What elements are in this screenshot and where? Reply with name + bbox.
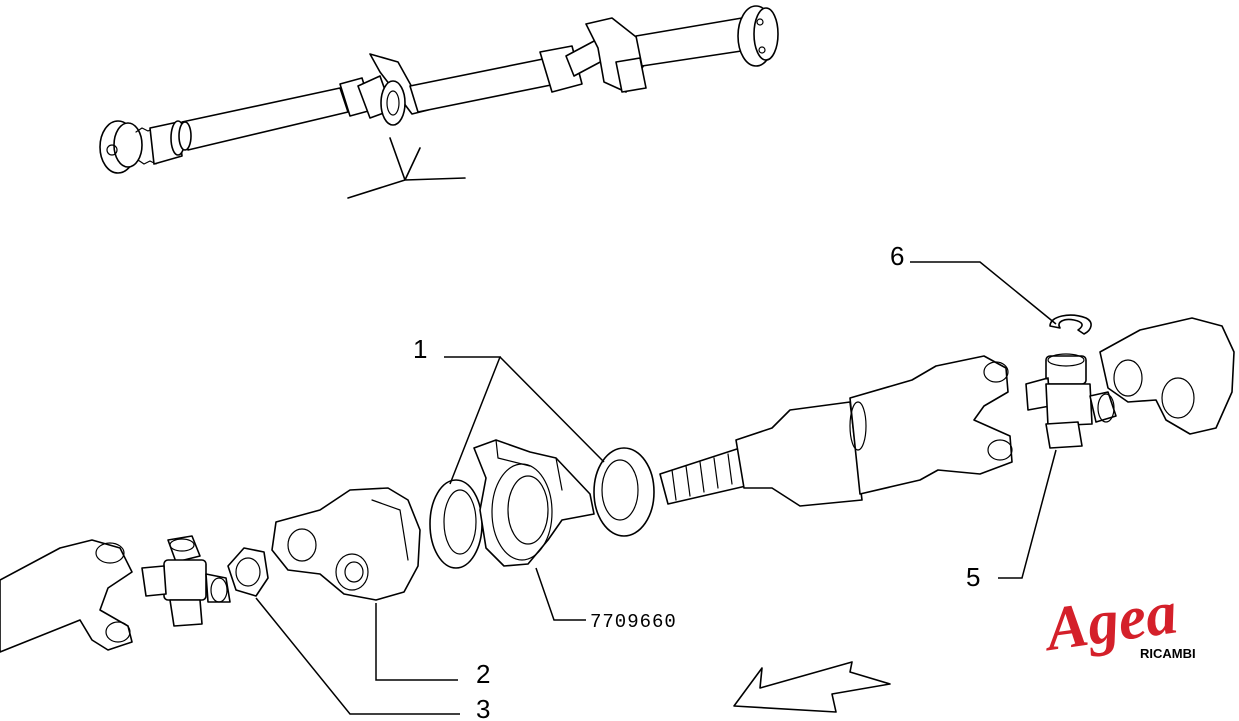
center-bearing-support — [473, 439, 595, 567]
seal-ring-left — [429, 479, 483, 569]
propeller-shaft-overview — [99, 5, 779, 199]
part-code-label: 7709660 — [590, 611, 677, 633]
callout-3: 3 — [476, 694, 490, 721]
rear-yoke — [0, 539, 133, 653]
flange-yoke — [271, 487, 421, 601]
splined-shaft-yoke — [659, 355, 1013, 507]
callout-5: 5 — [966, 562, 980, 592]
callout-6: 6 — [890, 241, 904, 271]
callout-leaders — [255, 261, 1057, 715]
universal-joint-cross-left — [141, 535, 231, 627]
agea-ricambi-logo: Agea RICAMBI — [1038, 578, 1196, 664]
callout-2: 2 — [476, 659, 490, 689]
snap-ring — [1049, 314, 1092, 335]
front-yoke — [1099, 317, 1235, 435]
seal-ring-right — [593, 447, 655, 537]
universal-joint-cross-right — [1025, 353, 1117, 449]
callout-1: 1 — [413, 334, 427, 364]
direction-arrow — [733, 661, 891, 713]
logo-sub-text: RICAMBI — [1140, 646, 1196, 661]
nut — [227, 547, 269, 597]
